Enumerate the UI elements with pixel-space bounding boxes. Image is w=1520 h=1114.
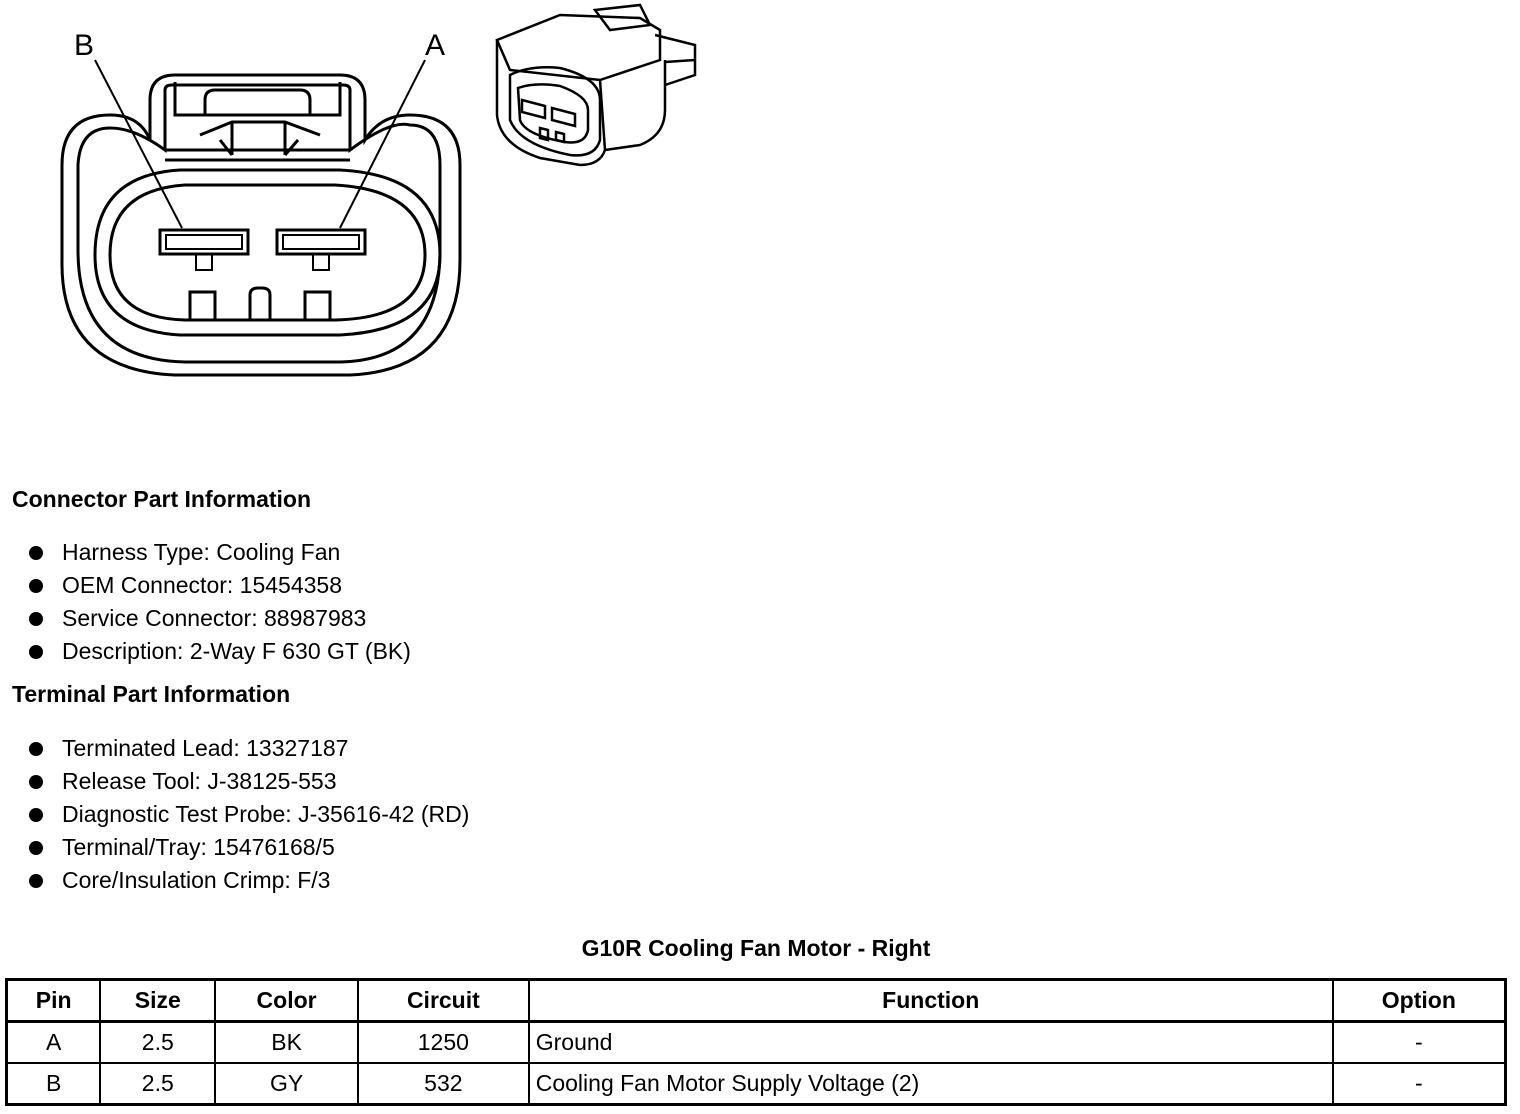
cell-option: - [1331,1062,1507,1106]
list-item: Description: 2-Way F 630 GT (BK) [0,635,411,668]
cell-option: - [1331,1020,1507,1064]
list-item: Terminated Lead: 13327187 [0,732,469,765]
table-row: B 2.5 GY 532 Cooling Fan Motor Supply Vo… [5,1062,1507,1106]
cell-function: Ground [527,1020,1334,1064]
list-item: OEM Connector: 15454358 [0,569,411,602]
column-header-option: Option [1331,978,1507,1023]
connector-part-list: Harness Type: Cooling Fan OEM Connector:… [0,536,411,668]
connector-isometric-illustration [495,3,697,167]
list-item: Service Connector: 88987983 [0,602,411,635]
connector-part-title: Connector Part Information [12,486,312,512]
column-header-pin: Pin [5,978,102,1023]
table-row: A 2.5 BK 1250 Ground - [5,1020,1507,1064]
pin-table: Pin Size Color Circuit Function Option A… [5,978,1507,1106]
latch-arrow [199,120,321,156]
list-item: Diagnostic Test Probe: J-35616-42 (RD) [0,798,469,831]
cell-color: BK [214,1020,359,1064]
cell-color: GY [214,1062,359,1106]
bullet-icon [29,742,43,756]
list-item: Release Tool: J-38125-553 [0,765,469,798]
column-header-size: Size [99,978,217,1023]
cell-size: 2.5 [99,1020,217,1064]
latch-detail [203,88,312,115]
cell-pin: B [5,1062,102,1106]
cell-pin: A [5,1020,102,1064]
bullet-icon [29,808,43,822]
keying-features [188,286,332,320]
cell-circuit: 1250 [356,1020,530,1064]
connector-outer-housing-inner [76,83,442,364]
bullet-icon [29,645,43,659]
leader-line-b [94,59,183,229]
latch [173,82,342,117]
terminal-cavity-a [275,228,367,256]
leader-line-a [339,59,426,229]
column-header-color: Color [214,978,359,1023]
list-item: Terminal/Tray: 15476168/5 [0,831,469,864]
pin-table-title: G10R Cooling Fan Motor - Right [581,935,931,961]
bullet-icon [29,874,43,888]
cell-circuit: 532 [356,1062,530,1106]
terminal-cavity-b [158,228,250,256]
pin-label-a: A [425,29,445,62]
terminal-part-list: Terminated Lead: 13327187 Release Tool: … [0,732,469,897]
inner-seal-inner [108,183,427,322]
list-item: Harness Type: Cooling Fan [0,536,411,569]
bullet-icon [29,841,43,855]
cell-function: Cooling Fan Motor Supply Voltage (2) [527,1062,1334,1106]
inner-seal-outer [93,168,442,337]
connector-face-diagram: B A [60,29,462,377]
pin-label-b: B [74,29,94,62]
table-header-row: Pin Size Color Circuit Function Option [5,978,1507,1023]
connector-outer-housing [60,73,462,377]
bullet-icon [29,612,43,626]
list-item: Core/Insulation Crimp: F/3 [0,864,469,897]
cell-size: 2.5 [99,1062,217,1106]
column-header-function: Function [527,978,1334,1023]
bullet-icon [29,546,43,560]
column-header-circuit: Circuit [356,978,530,1023]
terminal-part-title: Terminal Part Information [12,681,291,707]
bullet-icon [29,775,43,789]
bullet-icon [29,579,43,593]
